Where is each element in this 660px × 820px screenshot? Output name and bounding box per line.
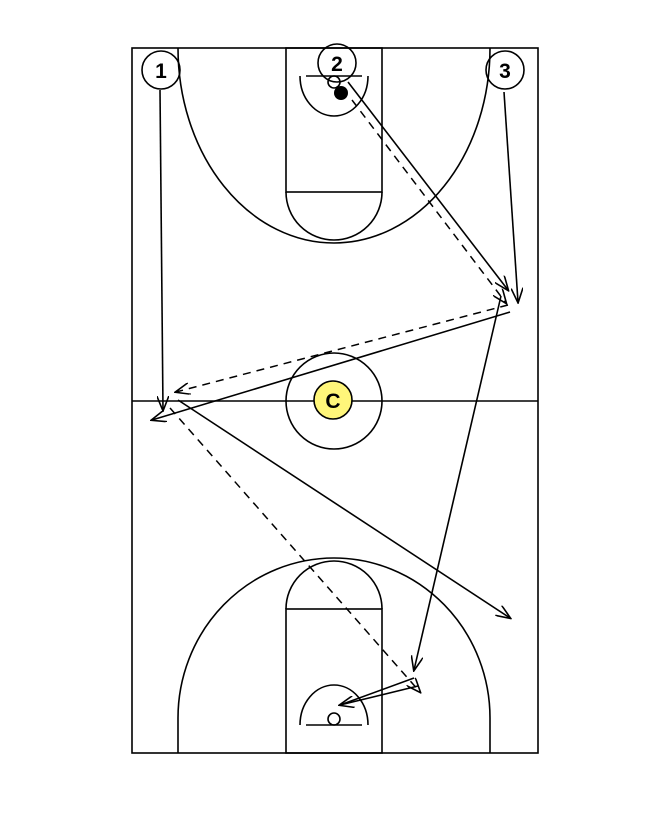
ball [334, 86, 348, 100]
player-1-label: 1 [155, 60, 167, 83]
coach-circle [313, 380, 353, 420]
cut-player-2 [347, 81, 508, 290]
player-1: 1 [141, 50, 181, 90]
top-restricted-arc [299, 75, 369, 117]
bottom-free-throw-arc [285, 560, 383, 610]
pass-1-to-3 [169, 407, 420, 692]
bottom-three-point-arc [177, 557, 491, 753]
bottom-key [285, 608, 383, 754]
cut-player-2-to-wing [152, 311, 511, 420]
coach-label: C [325, 390, 340, 413]
bottom-hoop [327, 712, 341, 726]
player-3-label: 3 [499, 60, 511, 83]
shot-to-basket [340, 677, 419, 705]
cut-player-3-to-basket [414, 295, 502, 670]
cut-player-3 [503, 91, 518, 302]
player-3: 3 [485, 50, 525, 90]
player-2-label: 2 [331, 53, 343, 76]
top-free-throw-arc [285, 191, 383, 241]
top-half-court [177, 47, 491, 244]
top-three-point-arc [177, 47, 491, 244]
top-key [285, 47, 383, 193]
player-2: 2 [317, 43, 357, 83]
cut-player-1-to-corner [177, 399, 510, 618]
bottom-half-court [177, 557, 491, 754]
bottom-restricted-arc [299, 684, 369, 726]
pass-3-to-1 [176, 304, 509, 392]
pass-2-to-3 [351, 99, 506, 303]
center-circle [285, 352, 383, 450]
player-movements [152, 81, 518, 670]
cut-player-1 [160, 89, 163, 410]
coach-marker: C [313, 380, 353, 420]
passes [169, 99, 509, 692]
